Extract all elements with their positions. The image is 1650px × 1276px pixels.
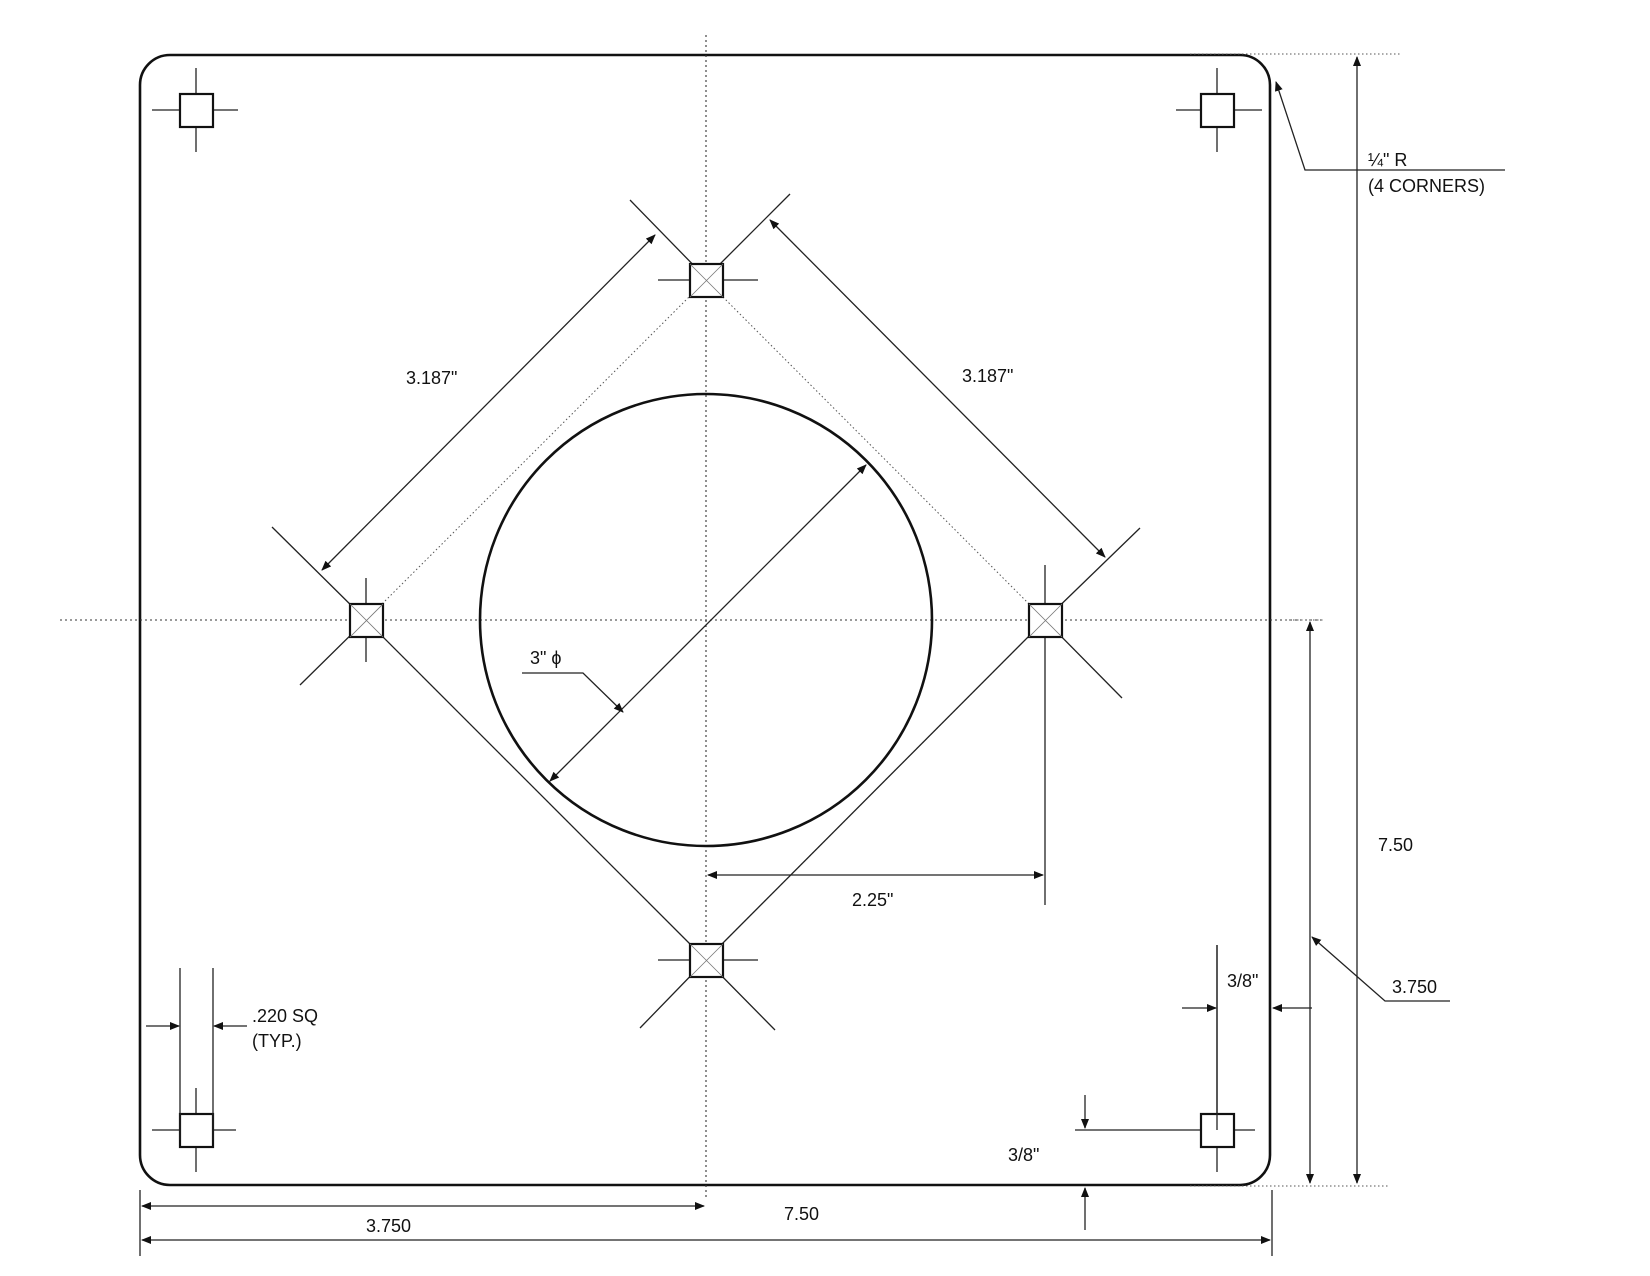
corner-radius-leader [1275,81,1505,171]
diamond-side-ll [365,619,707,961]
edge-offset-h-label: 3/8" [1227,971,1258,991]
center-bore-circle [478,392,934,848]
diamond-side-lr [705,619,1046,961]
corner-radius-label-line2: (4 CORNERS) [1368,176,1485,196]
offset-dim-label: 2.25" [852,890,893,910]
diag-dim-right-label: 3.187" [962,366,1013,386]
hole-size-label-line1: .220 SQ [252,1006,318,1026]
half-height-dim-label: 3.750 [1392,977,1437,997]
edge-offset-v-label: 3/8" [1008,1145,1039,1165]
circle-dia-leader [522,672,624,713]
hole-size-label-line2: (TYP.) [252,1031,302,1051]
height-dim-label: 7.50 [1378,835,1413,855]
circle-dia-line [549,464,867,782]
corner-radius-label-line1: ¼" R [1368,150,1407,170]
half-width-dim-label: 3.750 [366,1216,411,1236]
half-height-leader [1311,936,1450,1002]
square-holes [178,92,1236,1149]
width-dim-label: 7.50 [784,1204,819,1224]
diag-dim-right-line [769,219,1106,558]
diag-dim-left-label: 3.187" [406,368,457,388]
diag-dim-left-line [321,234,656,571]
circle-dia-label: 3" ϕ [530,648,561,668]
